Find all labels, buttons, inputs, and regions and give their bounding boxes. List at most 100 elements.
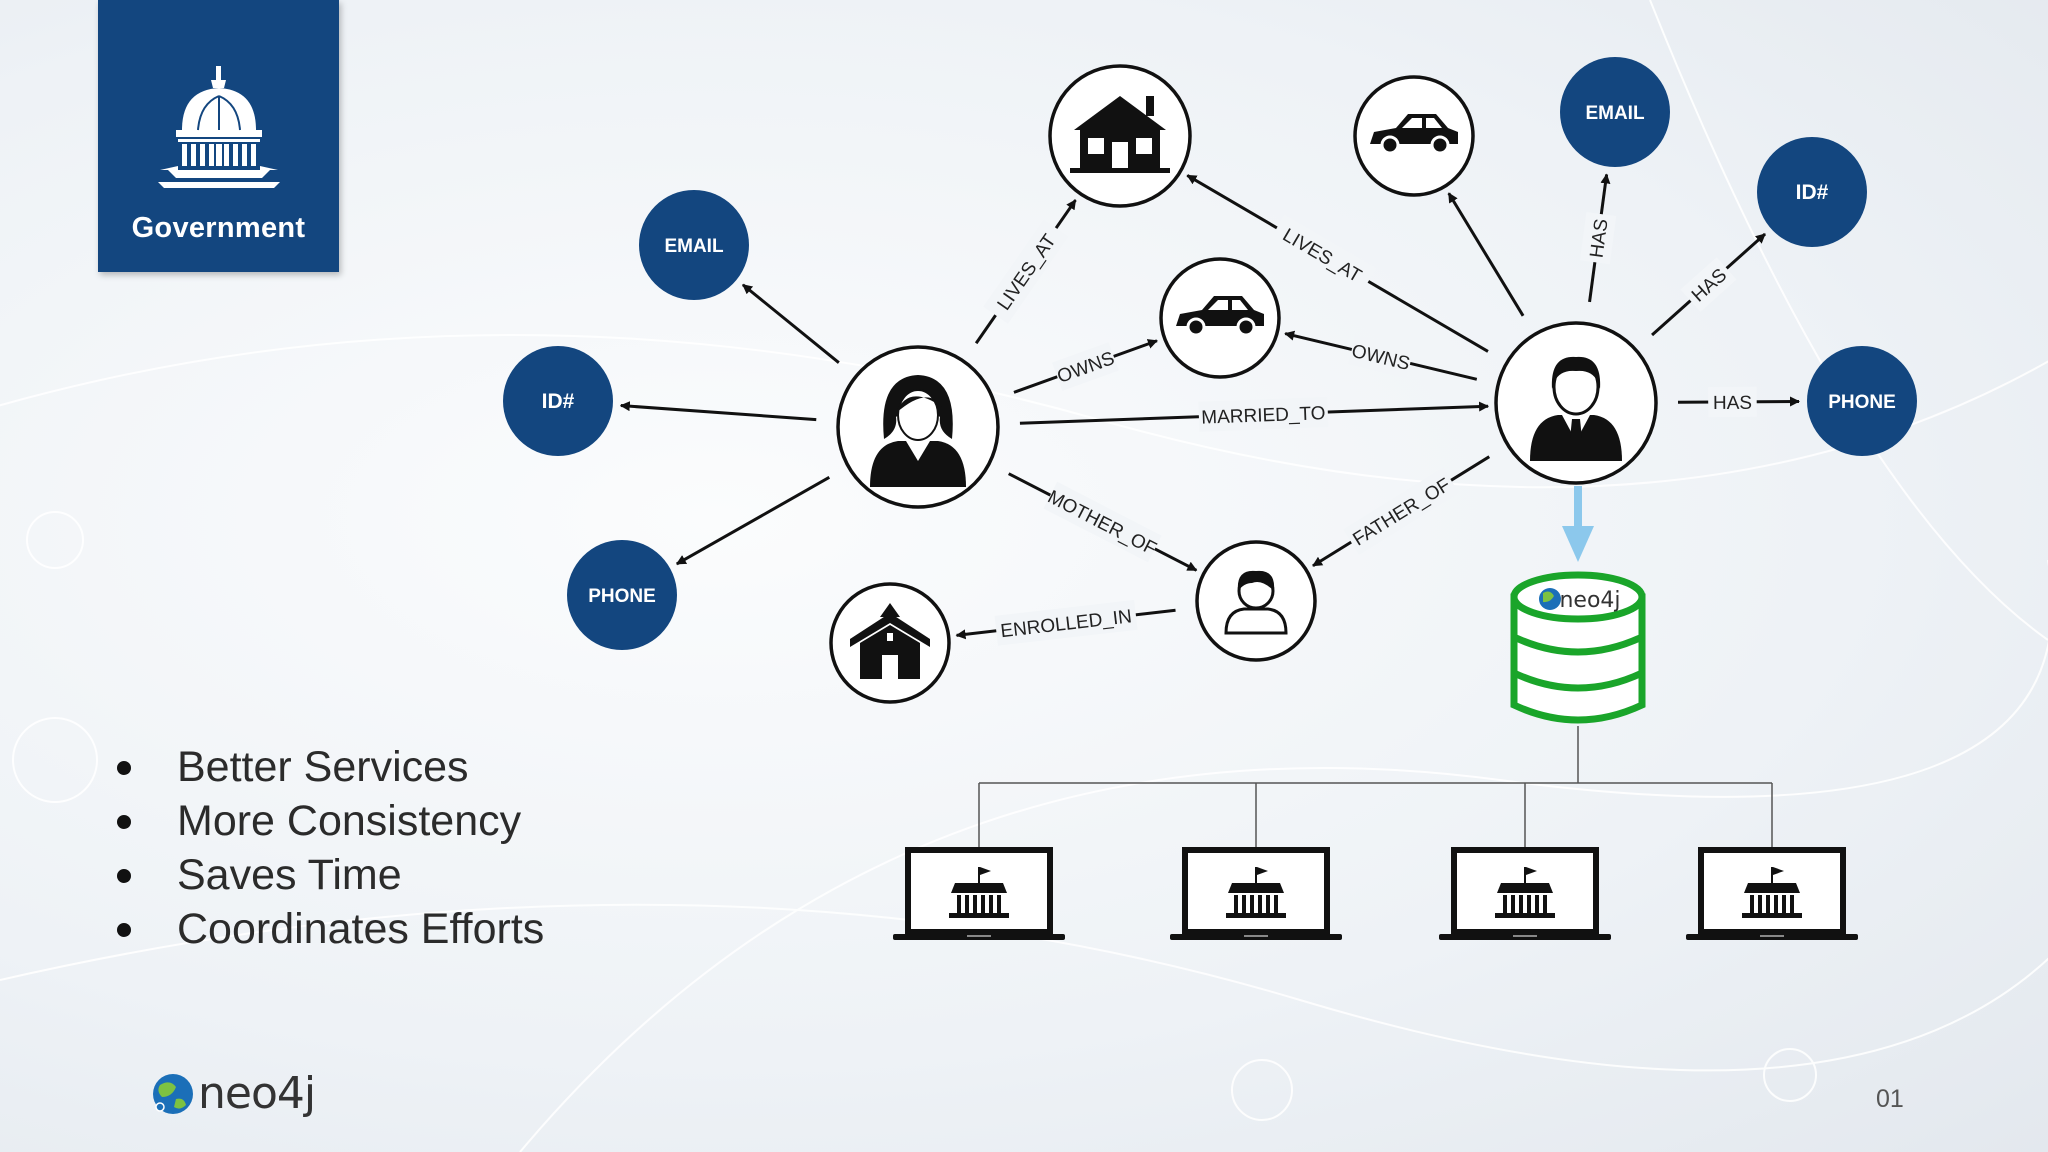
- node-m_id: ID#: [1757, 137, 1867, 247]
- laptop-icon: [1439, 847, 1611, 940]
- edge-woman-w_phone: [675, 476, 831, 566]
- node-circle: [503, 346, 613, 456]
- government-building-icon: [949, 867, 1009, 918]
- edge-label: LIVES_AT: [983, 219, 1069, 324]
- logo-text: neo4j: [198, 1068, 316, 1119]
- house-icon: [1070, 96, 1170, 173]
- database-label: neo4j: [1559, 588, 1620, 613]
- edge-line: [741, 283, 840, 364]
- edge-label: ENROLLED_IN: [994, 599, 1138, 646]
- bullet-dot: [117, 815, 131, 829]
- node-w_id: ID#: [503, 346, 613, 456]
- node-car1: [1353, 75, 1475, 197]
- page-number: 01: [1876, 1085, 1904, 1113]
- node-man: [1494, 321, 1658, 485]
- node-label: EMAIL: [664, 236, 724, 257]
- benefit-item: Saves Time: [112, 848, 544, 902]
- edge-man-child: FATHER_OF: [1312, 455, 1491, 568]
- neo4j-globe-icon: [153, 1073, 193, 1114]
- neo4j-database-icon: neo4j: [1510, 571, 1646, 724]
- edge-label-text: LIVES_AT: [994, 230, 1061, 314]
- node-child: [1195, 540, 1317, 662]
- edge-label-text: MOTHER_OF: [1044, 487, 1160, 560]
- edge-man-m_email: HAS: [1580, 173, 1617, 303]
- benefit-text: Better Services: [177, 743, 469, 791]
- edge-woman-child: MOTHER_OF: [1008, 472, 1198, 572]
- edge-label: OWNS: [1052, 342, 1119, 391]
- node-school: [829, 582, 951, 704]
- car-icon: [1176, 296, 1264, 337]
- edge-label: HAS: [1708, 386, 1757, 418]
- node-w_phone: PHONE: [567, 540, 677, 650]
- edge-line: [675, 476, 831, 566]
- edge-woman-w_id: [619, 401, 817, 422]
- edge-line: [619, 401, 817, 422]
- laptop-icon: [1686, 847, 1858, 940]
- edge-label: LIVES_AT: [1269, 214, 1376, 295]
- laptop-icon: [1170, 847, 1342, 940]
- neo4j-logo: neo4j: [150, 1068, 316, 1119]
- woman-icon: [870, 375, 966, 487]
- laptop-icon: [893, 847, 1065, 940]
- edge-woman-w_email: [741, 283, 840, 364]
- bullet-dot: [117, 761, 131, 775]
- bullet-dot: [117, 923, 131, 937]
- node-m_phone: PHONE: [1807, 346, 1917, 456]
- node-circle: [1807, 346, 1917, 456]
- node-w_email: EMAIL: [639, 190, 749, 300]
- edge-woman-car2: OWNS: [1013, 339, 1158, 394]
- edge-label: HAS: [1580, 212, 1617, 265]
- edge-label: MOTHER_OF: [1043, 481, 1162, 563]
- edge-man-m_phone: HAS: [1677, 386, 1801, 418]
- node-woman: [836, 345, 1000, 509]
- benefits-list: Better Services More Consistency Saves T…: [112, 740, 544, 956]
- bullet-dot: [117, 869, 131, 883]
- node-house: [1048, 64, 1192, 208]
- node-label: PHONE: [588, 586, 656, 607]
- edge-woman-man: MARRIED_TO: [1019, 397, 1490, 432]
- edge-label: FATHER_OF: [1343, 467, 1459, 555]
- node-circle: [1560, 57, 1670, 167]
- neo4j-globe-icon: [1539, 588, 1561, 610]
- node-m_email: EMAIL: [1560, 57, 1670, 167]
- benefit-text: More Consistency: [177, 797, 522, 845]
- car-icon: [1370, 114, 1458, 155]
- node-label: ID#: [542, 390, 575, 413]
- edge-label-text: FATHER_OF: [1349, 474, 1454, 550]
- edge-label: MARRIED_TO: [1198, 397, 1329, 432]
- distribution-lines: [978, 726, 1773, 850]
- government-category-box: Government: [98, 0, 339, 272]
- node-circle: [567, 540, 677, 650]
- school-icon: [850, 603, 930, 679]
- edge-man-car2: OWNS: [1284, 330, 1478, 381]
- government-building-icon: [1495, 867, 1555, 918]
- terminal-2: [1170, 847, 1342, 940]
- edge-man-m_id: HAS: [1651, 232, 1767, 337]
- child-icon: [1224, 570, 1288, 635]
- edge-label: OWNS: [1348, 334, 1414, 378]
- node-circle: [1757, 137, 1867, 247]
- node-label: PHONE: [1828, 392, 1896, 413]
- terminal-4: [1686, 847, 1858, 940]
- edge-label-text: HAS: [1587, 218, 1613, 260]
- edge-label-text: HAS: [1713, 393, 1752, 414]
- benefit-item: Coordinates Efforts: [112, 902, 544, 956]
- node-car2: [1159, 257, 1281, 379]
- benefit-text: Saves Time: [177, 851, 402, 899]
- edge-man-car1: [1447, 192, 1525, 317]
- benefit-item: More Consistency: [112, 794, 544, 848]
- node-label: EMAIL: [1585, 103, 1645, 124]
- node-circle: [639, 190, 749, 300]
- capitol-building-icon: [158, 66, 280, 188]
- government-building-icon: [1742, 867, 1802, 918]
- category-label: Government: [131, 212, 306, 244]
- edge-line: [1447, 192, 1525, 317]
- terminal-1: [893, 847, 1065, 940]
- terminal-3: [1439, 847, 1611, 940]
- benefit-text: Coordinates Efforts: [177, 905, 545, 953]
- edge-child-school: ENROLLED_IN: [955, 599, 1176, 646]
- man-icon: [1530, 356, 1622, 461]
- edge-label-text: MARRIED_TO: [1201, 403, 1326, 429]
- government-building-icon: [1226, 867, 1286, 918]
